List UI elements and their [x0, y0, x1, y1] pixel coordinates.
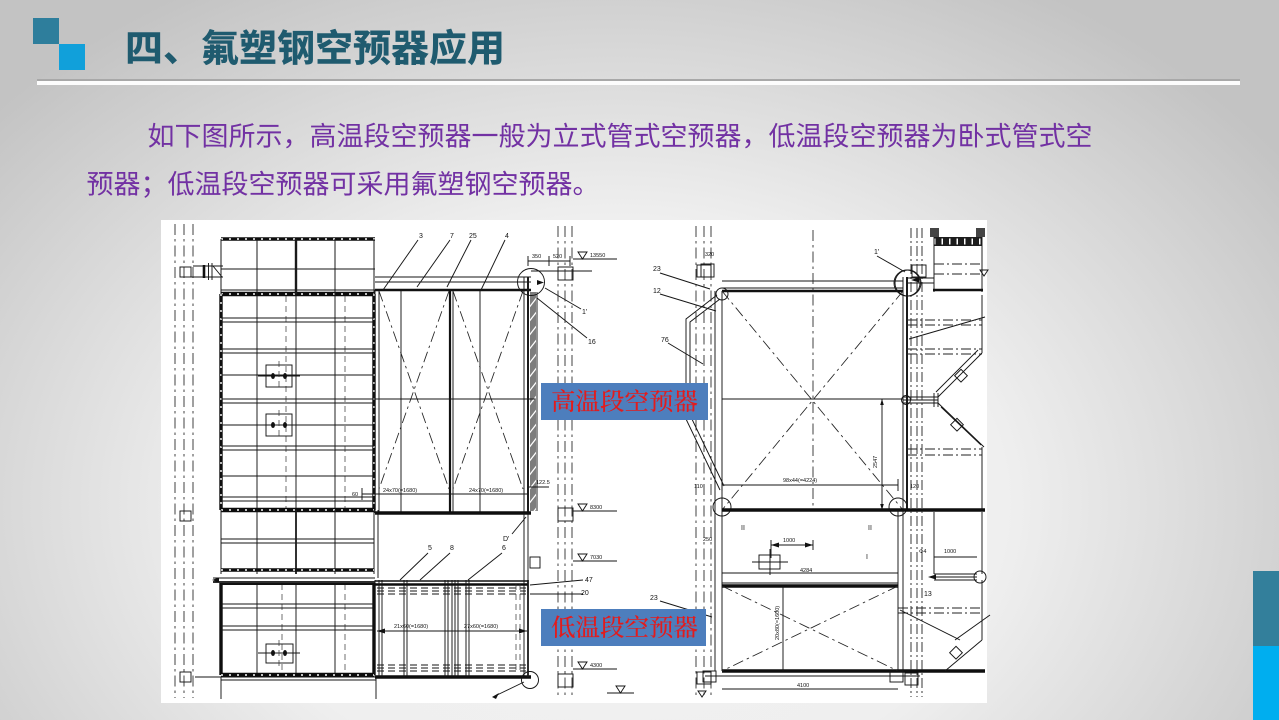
svg-text:1': 1' — [582, 309, 587, 316]
svg-text:8: 8 — [450, 545, 454, 552]
svg-text:27x60(=1680): 27x60(=1680) — [464, 624, 498, 630]
svg-text:II: II — [741, 525, 745, 532]
svg-text:I: I — [866, 554, 868, 561]
svg-text:110: 110 — [694, 484, 703, 490]
svg-text:21x60(=1680): 21x60(=1680) — [394, 624, 428, 630]
svg-text:1000: 1000 — [944, 549, 956, 555]
svg-text:4100: 4100 — [797, 683, 809, 689]
svg-text:1': 1' — [874, 249, 879, 256]
svg-text:12: 12 — [653, 288, 661, 295]
svg-text:25: 25 — [469, 233, 477, 240]
svg-text:250: 250 — [703, 537, 712, 543]
svg-text:120: 120 — [910, 484, 919, 490]
svg-text:8300: 8300 — [590, 505, 602, 511]
svg-text:13550: 13550 — [590, 253, 605, 259]
svg-text:20x80(=1600): 20x80(=1600) — [775, 606, 781, 640]
svg-text:5: 5 — [428, 545, 432, 552]
svg-text:Φ4: Φ4 — [919, 549, 926, 555]
svg-text:II: II — [868, 525, 872, 532]
svg-text:2547: 2547 — [873, 456, 879, 468]
svg-text:D': D' — [503, 536, 509, 543]
svg-text:350: 350 — [532, 254, 541, 260]
svg-text:20: 20 — [581, 590, 589, 597]
svg-text:122.5: 122.5 — [536, 480, 550, 486]
svg-text:76: 76 — [661, 337, 669, 344]
svg-text:24x70(=1680): 24x70(=1680) — [383, 488, 417, 494]
svg-text:23: 23 — [653, 266, 661, 273]
svg-text:23: 23 — [650, 595, 658, 602]
svg-text:98x44(=4224): 98x44(=4224) — [783, 478, 817, 484]
svg-text:1000: 1000 — [783, 538, 795, 544]
svg-text:3: 3 — [419, 233, 423, 240]
svg-text:4: 4 — [505, 233, 509, 240]
svg-text:16: 16 — [588, 339, 596, 346]
svg-text:320: 320 — [705, 252, 714, 258]
svg-text:6: 6 — [502, 545, 506, 552]
svg-text:4284: 4284 — [800, 568, 812, 574]
svg-text:13: 13 — [924, 591, 932, 598]
svg-text:47: 47 — [585, 577, 593, 584]
svg-text:4300: 4300 — [590, 663, 602, 669]
svg-text:24x70(=1680): 24x70(=1680) — [469, 488, 503, 494]
svg-text:7: 7 — [450, 233, 454, 240]
svg-text:7030: 7030 — [590, 555, 602, 561]
svg-text:60: 60 — [352, 492, 358, 498]
